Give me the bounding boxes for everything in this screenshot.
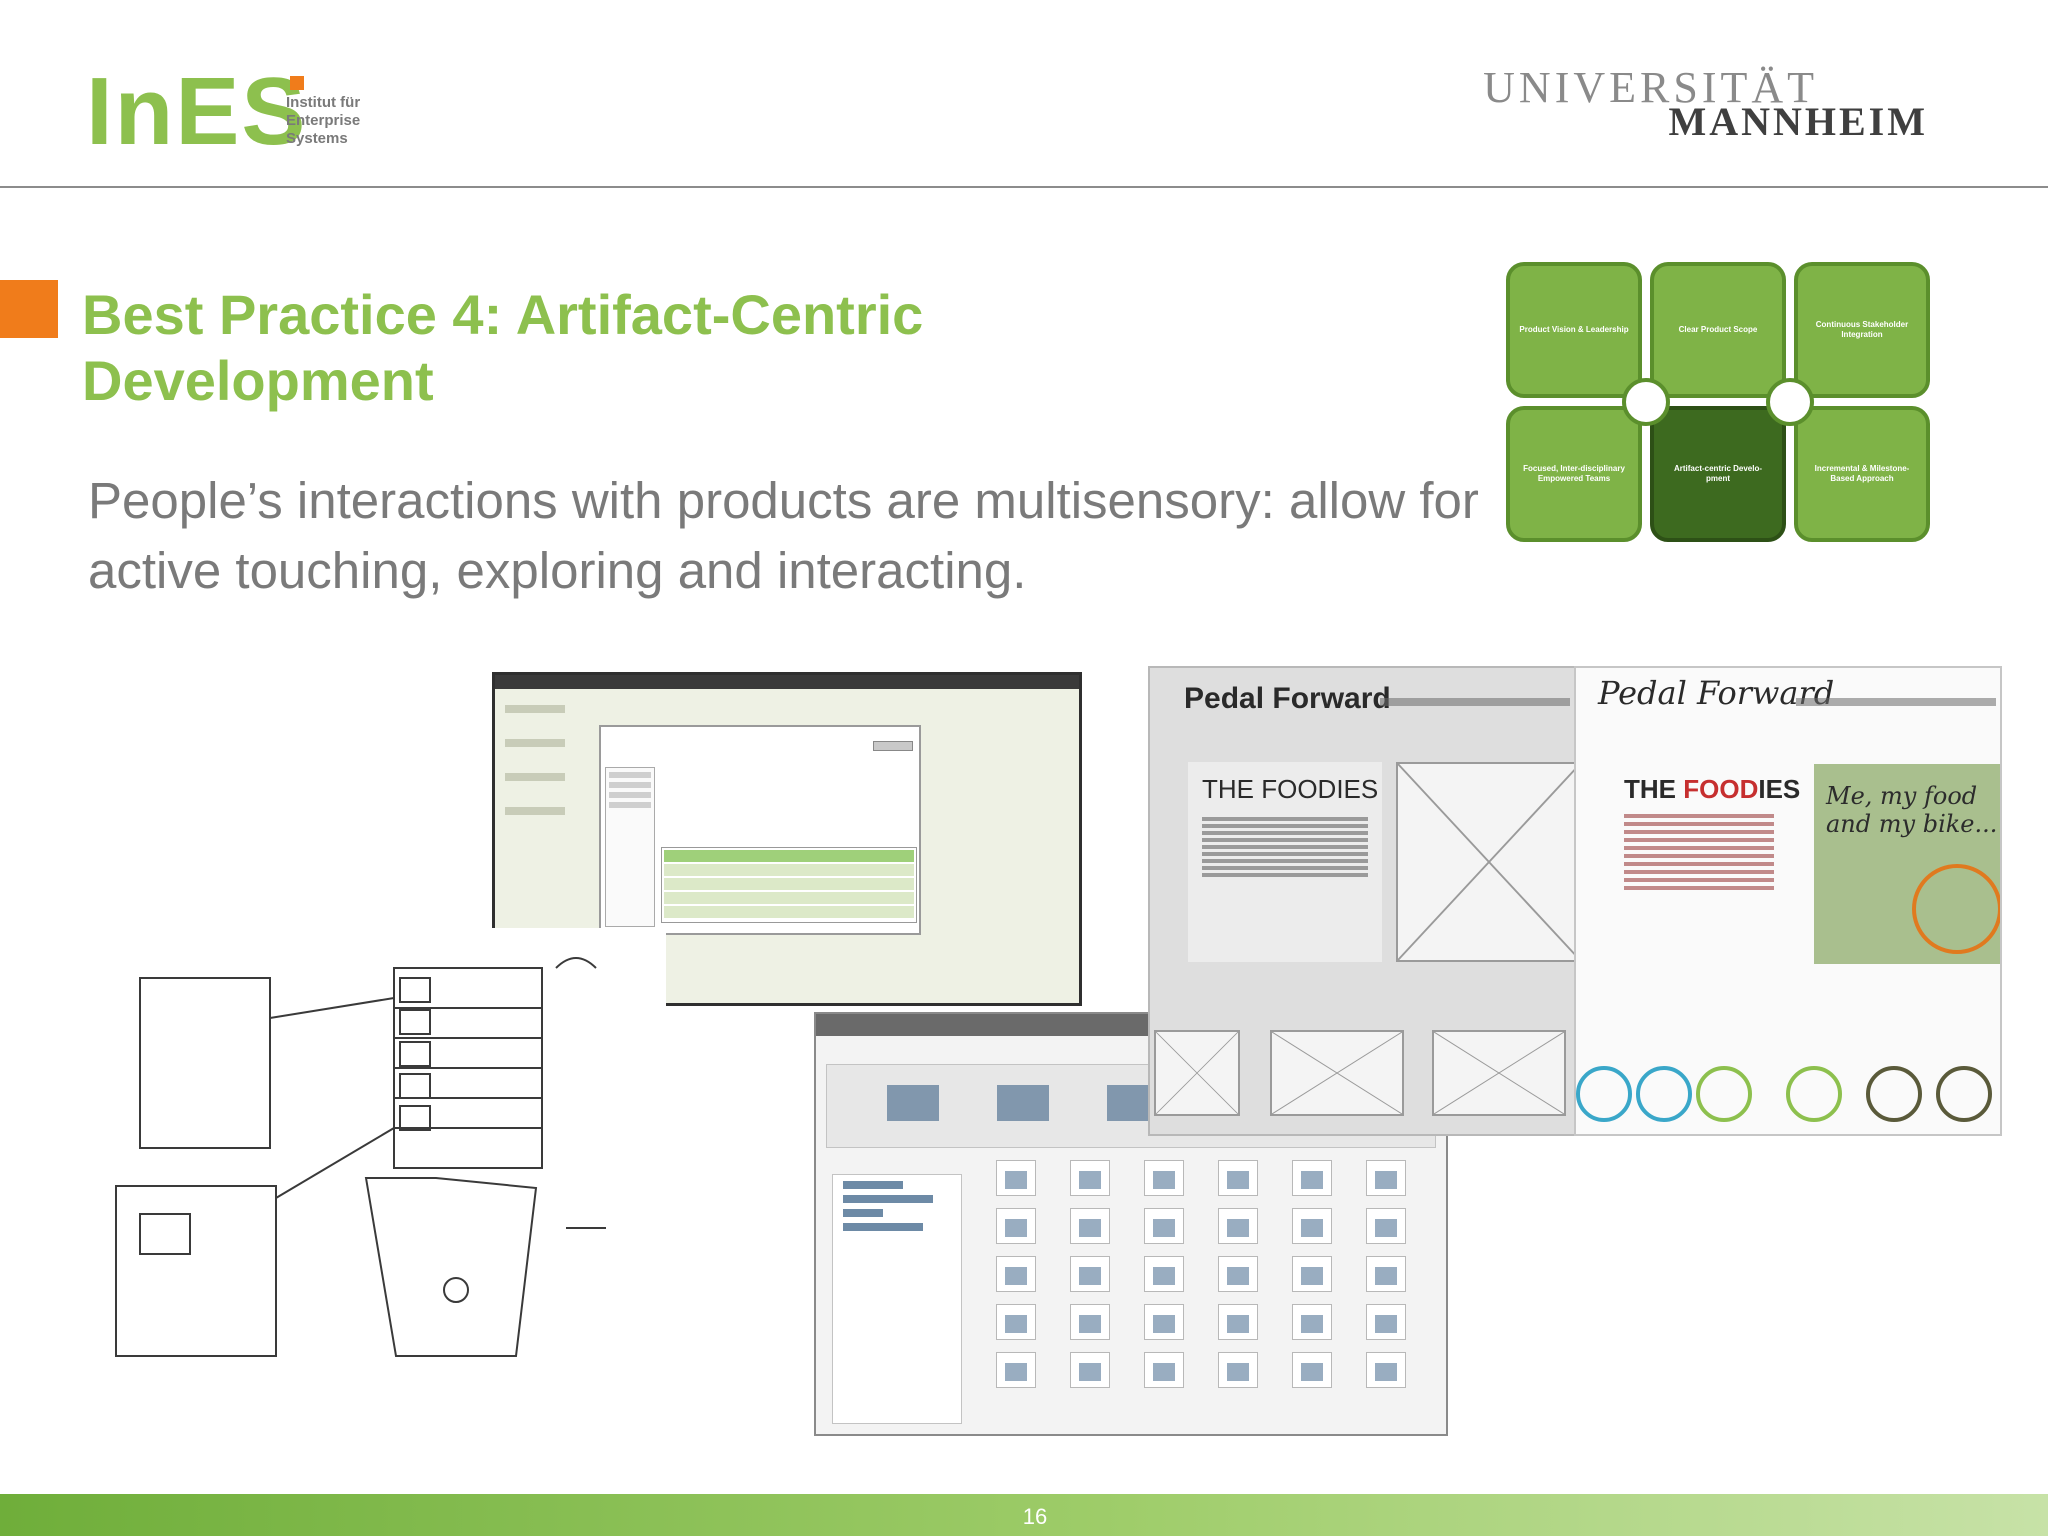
spreadsheet-chart-dialog-screenshot — [814, 1012, 1448, 1436]
chart-type-tile — [1218, 1160, 1258, 1196]
header-divider — [0, 186, 2048, 188]
poster-text: Me, my food and my bike... — [1826, 782, 1998, 838]
chart-type-tile — [996, 1352, 1036, 1388]
chart-type-tile — [1218, 1256, 1258, 1292]
practice-label: Continuous Stakeholder Integration — [1815, 320, 1909, 339]
ines-logo-word: InES — [86, 58, 308, 165]
chart-type-tile — [1218, 1304, 1258, 1340]
practice-cell: Continuous Stakeholder Integration — [1794, 262, 1930, 398]
wireframe-brand: Pedal Forward — [1184, 682, 1391, 715]
website-heading-plain: THE — [1624, 774, 1684, 804]
chart-type-tile — [996, 1304, 1036, 1340]
chart-type-tile — [1366, 1208, 1406, 1244]
slide-title: Best Practice 4: Artifact-Centric Develo… — [82, 283, 924, 412]
website-heading-rest: IES — [1758, 774, 1801, 804]
chart-type-tile — [1070, 1304, 1110, 1340]
chart-type-tile — [1366, 1352, 1406, 1388]
ines-logo-line-1: Institut für — [286, 94, 361, 111]
diagram-connector — [1766, 378, 1814, 426]
chart-type-tile — [1218, 1208, 1258, 1244]
page-number: 16 — [1022, 1504, 1048, 1529]
chart-type-tile — [1218, 1352, 1258, 1388]
chart-type-tile — [1070, 1352, 1110, 1388]
chart-type-tile — [1366, 1256, 1406, 1292]
ines-logo-line-3: Systems — [286, 130, 348, 147]
website-brand: Pedal Forward — [1598, 674, 1835, 712]
university-logo: UNIVERSITÄT MANNHEIM — [1483, 66, 1928, 142]
chart-type-tile — [1144, 1208, 1184, 1244]
practice-label: Incremental & Milestone-Based Approach — [1814, 464, 1910, 483]
practice-cell: Focused, Inter-disciplinary Empowered Te… — [1506, 406, 1642, 542]
chart-type-tile — [996, 1256, 1036, 1292]
university-logo-line-2: MANNHEIM — [1668, 99, 1928, 144]
chart-type-tile — [1070, 1208, 1110, 1244]
ines-logo-line-2: Enterprise — [286, 112, 361, 129]
chart-type-tile — [1366, 1160, 1406, 1196]
best-practices-diagram: Product Vision & Leadership Clear Produc… — [1506, 262, 1936, 542]
desktop-app-screenshot — [492, 672, 1082, 1006]
chart-type-tile — [1144, 1256, 1184, 1292]
chart-type-tile — [1144, 1352, 1184, 1388]
website-heading: THE FOODIES — [1624, 774, 1800, 805]
practice-cell: Incremental & Milestone-Based Approach — [1794, 406, 1930, 542]
slide-subtitle: People’s interactions with products are … — [88, 472, 1479, 599]
practice-cell: Product Vision & Leadership — [1506, 262, 1642, 398]
chart-type-tile — [1366, 1304, 1406, 1340]
chart-type-tile — [1292, 1352, 1332, 1388]
diagram-connector — [1622, 378, 1670, 426]
website-poster: Me, my food and my bike... — [1814, 764, 2000, 964]
chart-type-tile — [1070, 1160, 1110, 1196]
website-heading-accent: FOOD — [1683, 774, 1759, 804]
title-marker — [0, 280, 58, 338]
chart-type-tile — [1070, 1256, 1110, 1292]
university-logo-line-1: UNIVERSITÄT — [1483, 63, 1818, 112]
practice-label: Focused, Inter-disciplinary Empowered Te… — [1523, 464, 1625, 483]
practice-cell: Clear Product Scope — [1650, 262, 1786, 398]
sketch-drawing — [115, 957, 606, 1357]
chart-type-tile — [1292, 1256, 1332, 1292]
chart-type-tile — [996, 1160, 1036, 1196]
practice-cell: Artifact-centric Develo-pment — [1650, 406, 1786, 542]
ines-logo: InES Institut für Enterprise Systems — [86, 64, 386, 160]
website-wireframe-screenshot: Pedal Forward THE FOODIES — [1148, 666, 1580, 1136]
practice-label: Clear Product Scope — [1678, 325, 1758, 334]
chart-type-tile — [996, 1208, 1036, 1244]
chart-type-tile — [1292, 1208, 1332, 1244]
practice-label: Product Vision & Leadership — [1519, 325, 1629, 334]
chart-type-tile — [1292, 1304, 1332, 1340]
footer-bar — [0, 1494, 2048, 1536]
practice-label: Artifact-centric Develo-pment — [1673, 464, 1763, 483]
website-design-screenshot: Pedal Forward THE FOODIES Me, my food an… — [1574, 666, 2002, 1136]
chart-type-tile — [1292, 1160, 1332, 1196]
wireframe-heading: THE FOODIES — [1202, 774, 1379, 804]
ines-logo-subtitle: Institut für Enterprise Systems — [286, 94, 360, 148]
chart-type-tile — [1144, 1304, 1184, 1340]
hand-drawn-sketch — [96, 928, 666, 1366]
chart-type-tile — [1144, 1160, 1184, 1196]
ines-logo-dot — [290, 76, 304, 90]
